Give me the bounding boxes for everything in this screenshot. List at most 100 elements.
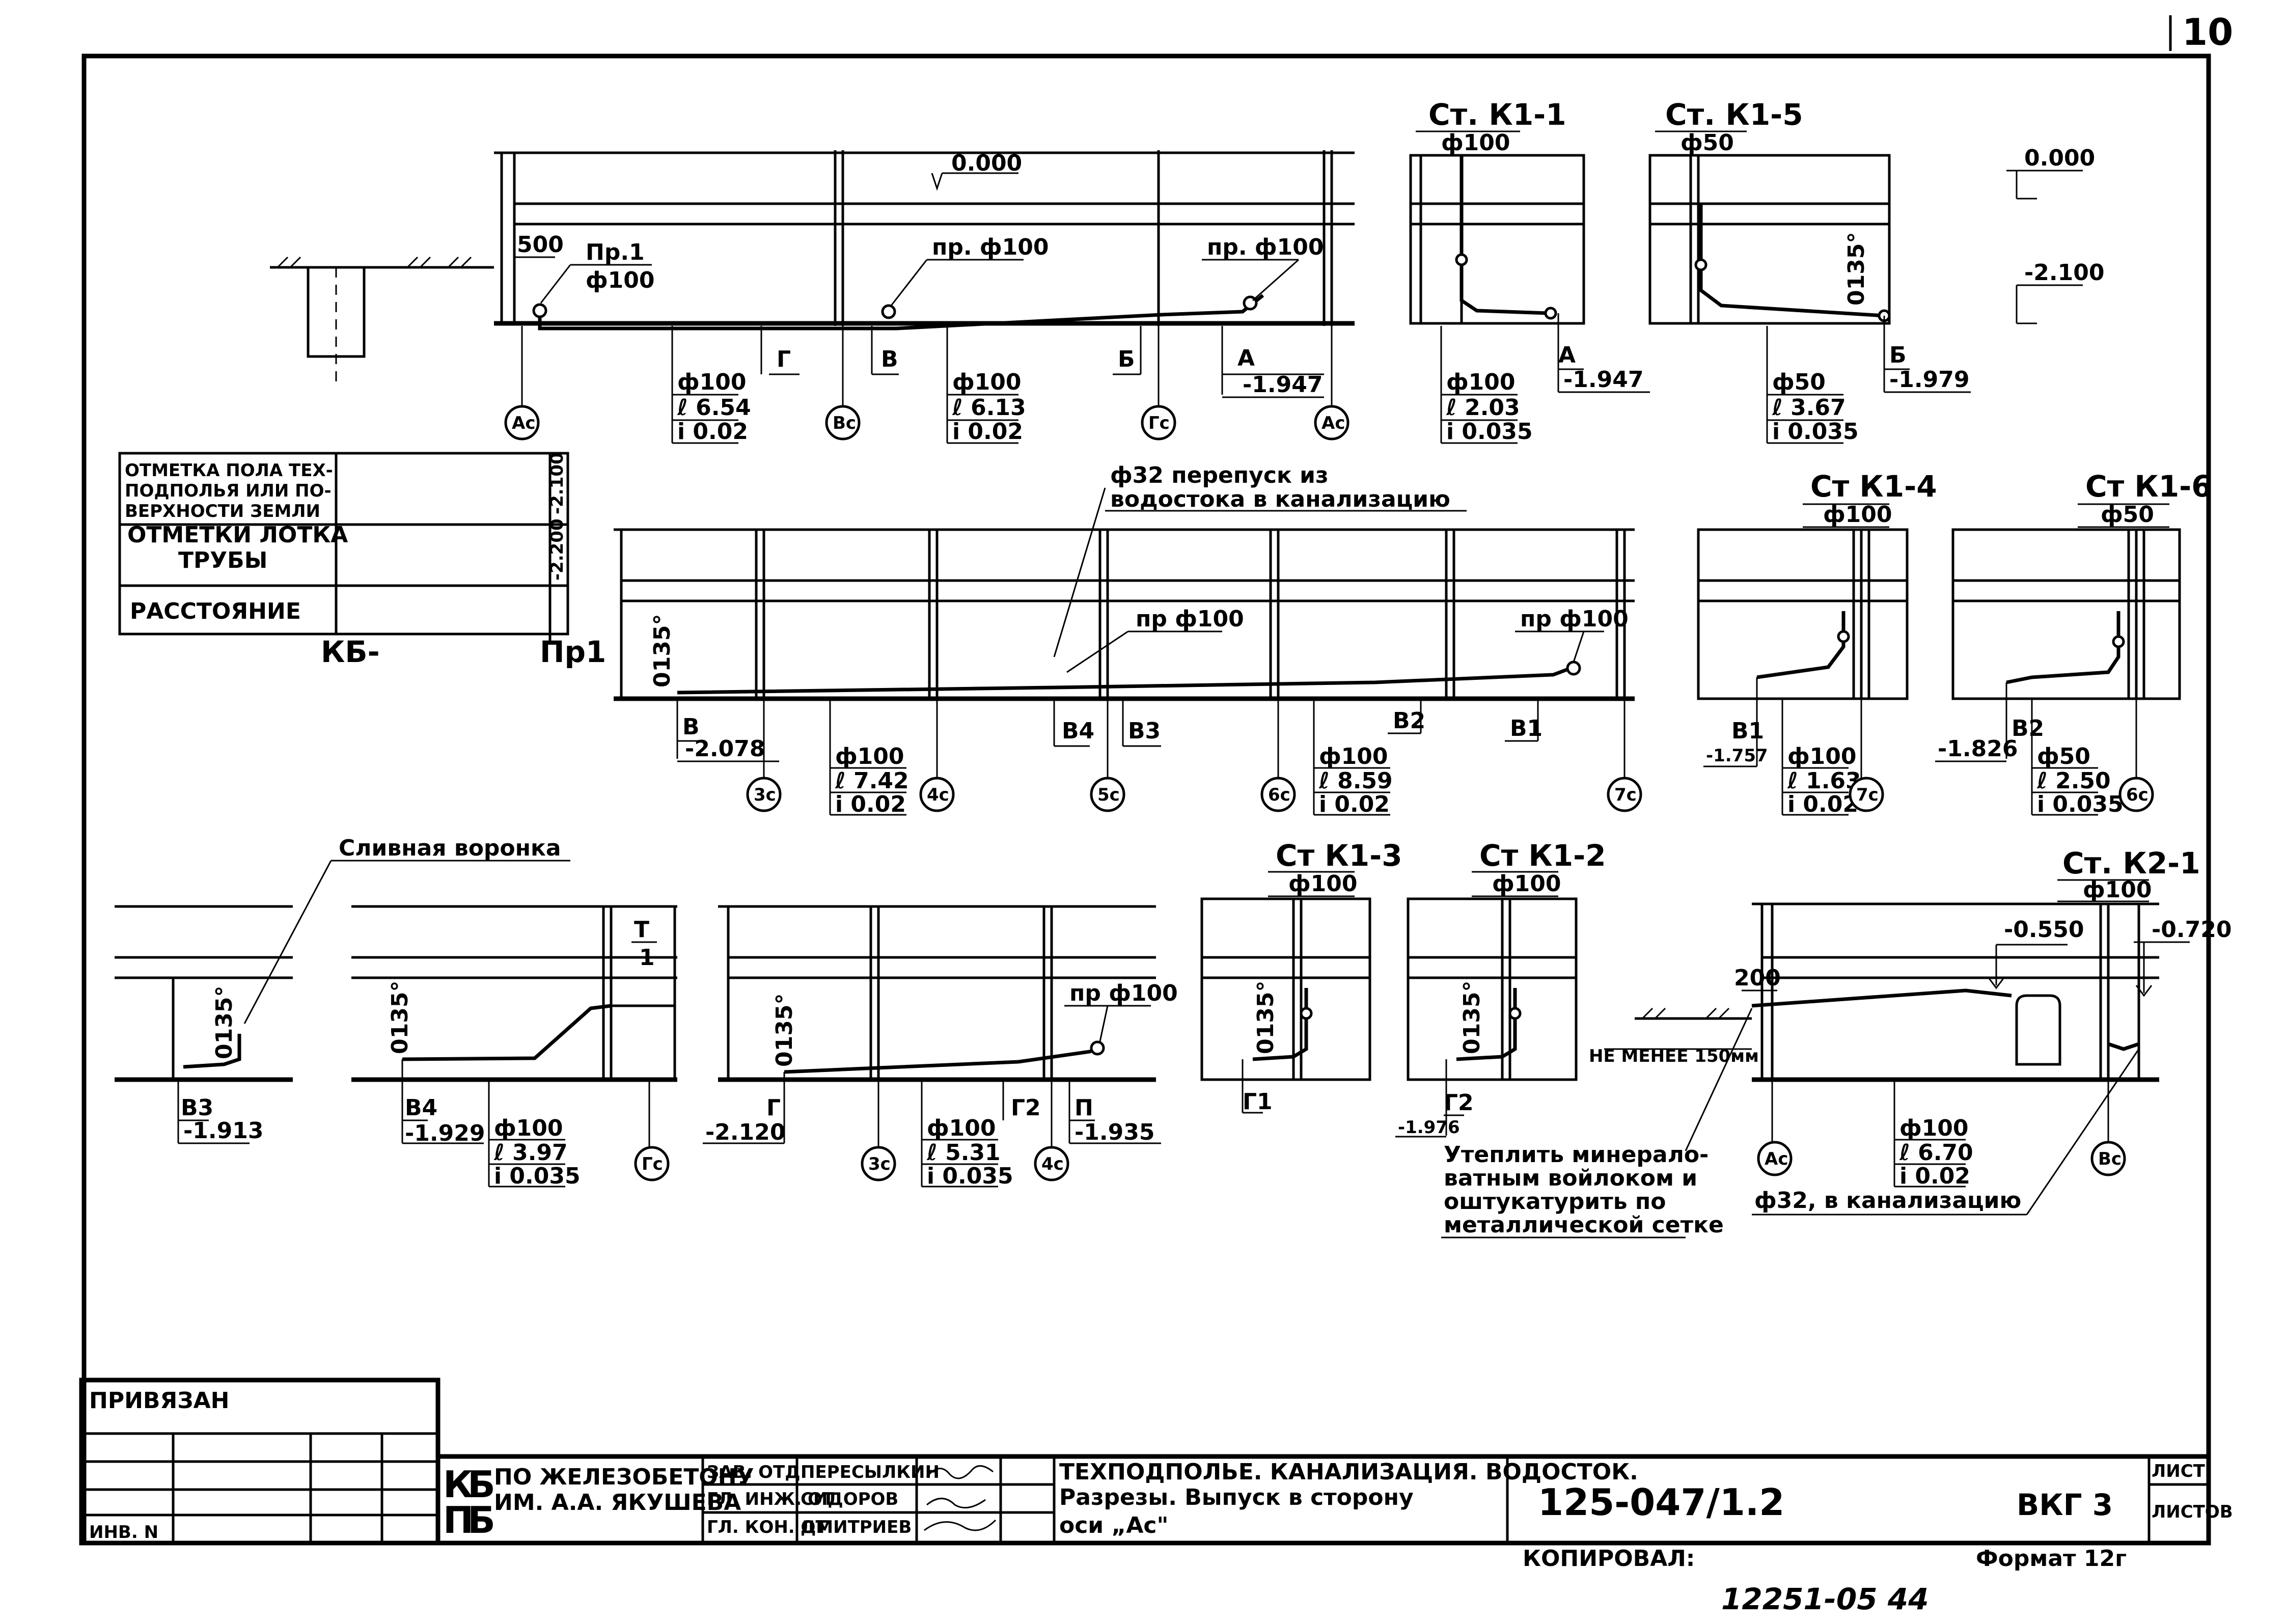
table-row1-c: ВЕРХНОСТИ ЗЕМЛИ	[125, 501, 320, 521]
s1-mark-g: Г	[777, 346, 791, 372]
table-right-end: Пр1	[540, 635, 606, 669]
k2-1-drain-note: ф32, в канализацию	[1754, 1188, 2021, 1214]
bottom-note: 12251-05 44	[1721, 1582, 1929, 1616]
s2-note-1: ф32 перепуск из	[1110, 462, 1329, 488]
s2-axis-4: 6с	[1268, 785, 1290, 805]
k1-3-mark: Г1	[1243, 1089, 1273, 1115]
stamp-org-b2: Б	[467, 1499, 495, 1542]
s4-angle: 0135°	[387, 981, 413, 1054]
s3-angle: 0135°	[211, 986, 237, 1059]
s3-elev: -1.913	[183, 1118, 263, 1144]
s2-elev-v: -2.078	[685, 736, 765, 762]
stamp-role-1: ЗАВ. ОТД.	[707, 1462, 807, 1482]
k1-2-elev: -1.976	[1398, 1117, 1460, 1138]
s1-seg2-len: ℓ 6.13	[952, 395, 1026, 421]
k1-6-axis: 6с	[2126, 785, 2149, 805]
legend-elevations: 0.000 -2.100	[2006, 145, 2104, 324]
riser-k1-4: Ст К1-4 ф100 В1 -1.757 ф100 ℓ 1.63 i 0.0…	[1697, 469, 1937, 817]
s1-pr-a: пр. ф100	[932, 234, 1049, 260]
k1-6-seg-len: ℓ 2.50	[2036, 768, 2111, 794]
s5-seg-len: ℓ 5.31	[926, 1140, 1001, 1166]
s2-note-2: водостока в канализацию	[1110, 486, 1450, 512]
s4-seg-len: ℓ 3.97	[493, 1140, 568, 1166]
k2-1-seg-len: ℓ 6.70	[1899, 1140, 1973, 1166]
s2-mark-b3: В3	[1128, 718, 1161, 744]
s2-mark-b1: В1	[1510, 715, 1543, 741]
stamp-sheet-label: ЛИСТ	[2152, 1461, 2206, 1481]
k1-2-angle: 0135°	[1459, 981, 1485, 1054]
s1-seg2-slope: i 0.02	[952, 419, 1023, 445]
stamp-format-label: Формат 12г	[1976, 1546, 2127, 1572]
stamp-sheets-label: ЛИСТОВ	[2152, 1502, 2233, 1522]
k2-1-elev-2: -0.720	[2152, 917, 2232, 943]
pr1-label: Пр.1	[586, 239, 645, 265]
stamp-title-1: ТЕХПОДПОЛЬЕ. КАНАЛИЗАЦИЯ. ВОДОСТОК.	[1059, 1459, 1638, 1485]
k1-6-seg-dia: ф50	[2037, 744, 2090, 769]
s1-mark-v: В	[881, 346, 898, 372]
s5-seg-dia: ф100	[927, 1115, 996, 1141]
legend-elev-bottom: -2.100	[2024, 260, 2104, 286]
k1-5-angle: 0135°	[1843, 232, 1869, 306]
k1-5-mark: Б	[1889, 342, 1907, 368]
k1-5-dia: ф50	[1681, 130, 1734, 156]
k2-1-insul-1: Утеплить минерало-	[1444, 1142, 1709, 1168]
stamp-name-3: ДМИТРИЕВ	[801, 1517, 912, 1537]
s2-mark-b2: В2	[1393, 708, 1425, 734]
riser-k1-2: Ст К1-2 ф100 0135° Г2 -1.976	[1395, 838, 1606, 1138]
s1-seg2-dia: ф100	[952, 369, 1022, 395]
k2-1-dia: ф100	[2083, 877, 2152, 903]
s2-seg1-len: ℓ 7.42	[835, 768, 909, 794]
stamp-org-name-2: ИМ. А.А. ЯКУШЕВА	[494, 1490, 741, 1516]
s2-pr-b: пр ф100	[1520, 606, 1629, 632]
s1-axis-1: Ас	[512, 413, 535, 433]
s5-axis-1: 3с	[868, 1154, 891, 1174]
s3-note: Сливная воронка	[339, 835, 561, 861]
pr1-dia: ф100	[586, 267, 655, 293]
k2-1-dim-200: 200	[1734, 965, 1781, 991]
k1-4-dia: ф100	[1823, 502, 1892, 528]
s1-axis-2: Вс	[833, 413, 856, 433]
stamp-inv-label: ИНВ. N	[89, 1522, 158, 1543]
signature-1	[926, 1465, 994, 1479]
table-row1-b: ПОДПОЛЬЯ ИЛИ ПО-	[125, 481, 332, 501]
k1-1-mark: А	[1558, 342, 1576, 368]
k2-1-seg-slope: i 0.02	[1899, 1163, 1970, 1189]
k2-1-elev-1: -0.550	[2004, 917, 2084, 943]
table-val1: -2.100	[547, 452, 567, 514]
riser-k1-3: Ст К1-3 ф100 0135° Г1	[1200, 838, 1402, 1115]
stamp-org-k: К	[443, 1463, 473, 1506]
stamp-org-b1: Б	[467, 1463, 495, 1506]
table-row2-a: ОТМЕТКИ ЛОТКА	[127, 522, 348, 548]
s1-mark-b: Б	[1118, 346, 1135, 372]
k1-6-title: Ст К1-6	[2085, 469, 2212, 504]
k1-5-seg-dia: ф50	[1772, 369, 1826, 395]
riser-k1-6: Ст К1-6 ф50 В2 -1.826 ф50 ℓ 2.50 i 0.035…	[1935, 469, 2212, 817]
k1-2-mark: Г2	[1444, 1090, 1474, 1116]
stamp-role-2: ГЛ. ИНЖ. ОТ	[707, 1489, 835, 1509]
k1-5-seg-slope: i 0.035	[1772, 419, 1859, 445]
k1-6-mark: В2	[2012, 715, 2044, 741]
page-number: 10	[2182, 11, 2233, 53]
s4-t-num: 1	[639, 945, 655, 971]
s2-axis-3: 5с	[1097, 785, 1120, 805]
legend-elev-top: 0.000	[2024, 145, 2095, 171]
s1-elev-top: 0.000	[951, 150, 1022, 176]
dim-500: 500	[517, 232, 564, 258]
stamp-bound-label: ПРИВЯЗАН	[89, 1388, 229, 1414]
stamp-sheet-code: ВКГ 3	[2017, 1488, 2113, 1522]
s1-mark-a: А	[1237, 345, 1255, 371]
k1-1-title: Ст. К1-1	[1428, 97, 1566, 132]
s4-seg-slope: i 0.035	[494, 1163, 581, 1189]
s2-pr-a: пр ф100	[1136, 606, 1244, 632]
k2-1-min-note: НЕ МЕНЕЕ 150мм	[1589, 1046, 1759, 1066]
s5-axis-2: 4с	[1041, 1154, 1064, 1174]
k1-5-seg-len: ℓ 3.67	[1772, 395, 1846, 421]
s1-axis-4: Ас	[1321, 413, 1345, 433]
k2-1-insul-3: оштукатурить по	[1444, 1189, 1666, 1215]
stamp-project-code: 125-047/1.2	[1538, 1481, 1784, 1524]
s1-seg1-dia: ф100	[677, 369, 747, 395]
section-2: ф32 перепуск из водостока в канализацию …	[614, 462, 1642, 817]
table-row3: РАССТОЯНИЕ	[130, 598, 301, 624]
k2-1-title: Ст. К2-1	[2062, 846, 2200, 880]
table-left-end: КБ-	[321, 635, 380, 669]
